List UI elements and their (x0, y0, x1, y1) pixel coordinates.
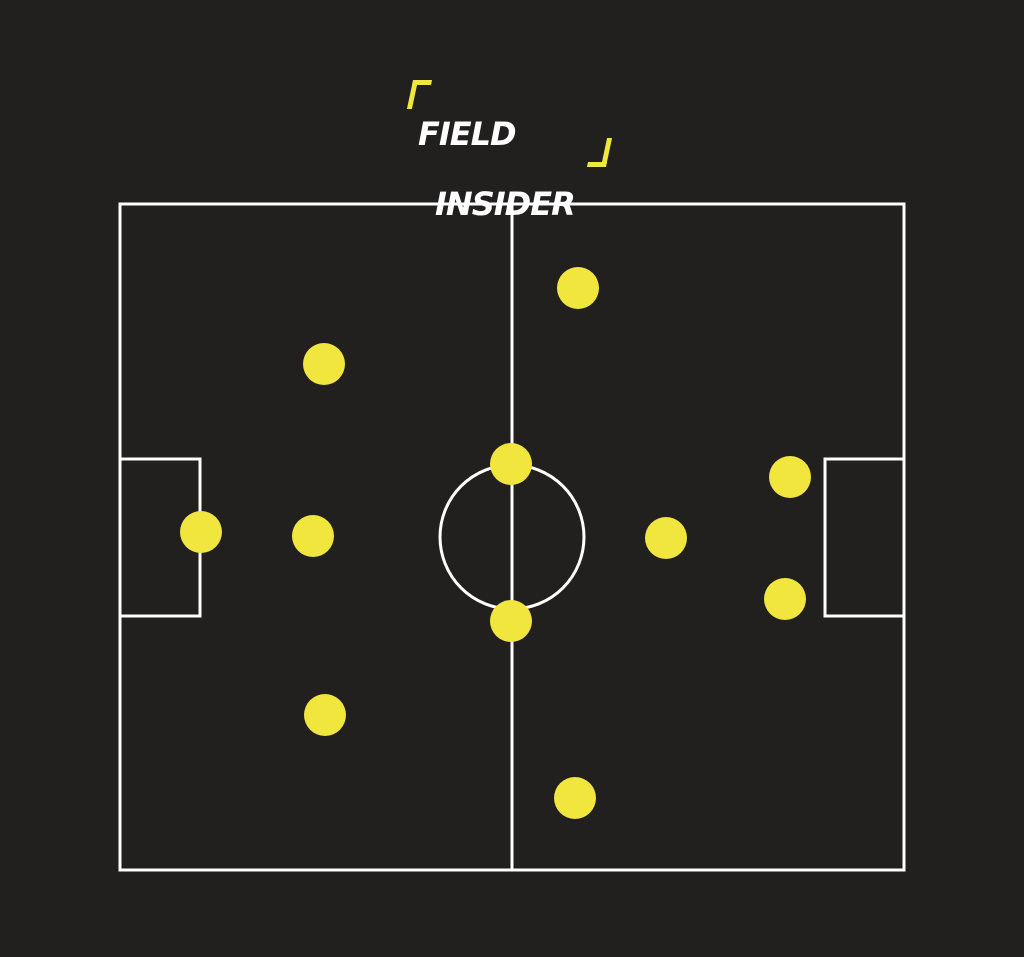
player-marker (303, 343, 345, 385)
pitch-markings (118, 202, 906, 872)
player-marker (769, 456, 811, 498)
player-marker (304, 694, 346, 736)
player-marker (490, 600, 532, 642)
player-marker (554, 777, 596, 819)
players (180, 267, 811, 819)
player-marker (557, 267, 599, 309)
player-marker (645, 517, 687, 559)
player-marker (292, 515, 334, 557)
player-marker (180, 511, 222, 553)
right-goal-box (823, 457, 906, 618)
logo-line-field: FIELD (418, 115, 517, 153)
player-marker (490, 443, 532, 485)
player-marker (764, 578, 806, 620)
